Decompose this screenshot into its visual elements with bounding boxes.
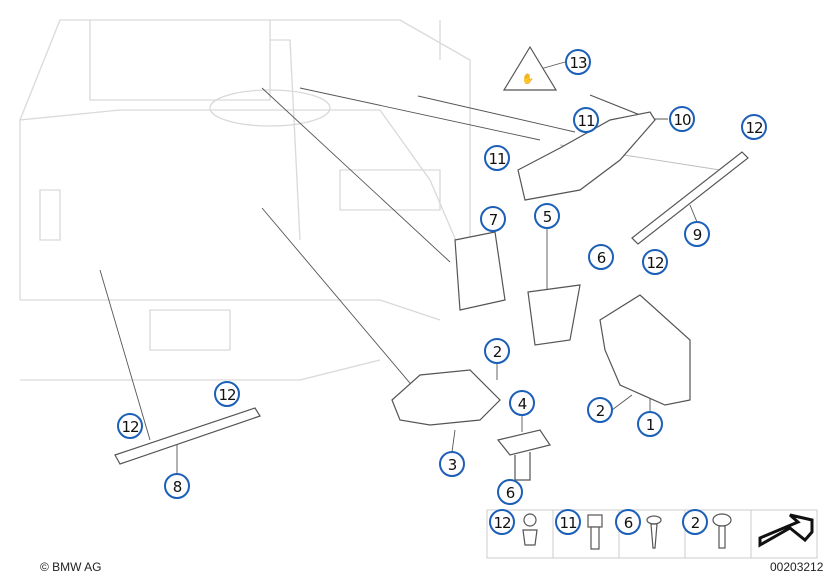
callout-circle <box>497 479 523 505</box>
screw-icon <box>646 515 662 549</box>
callout-marker: 9 <box>684 221 710 247</box>
hex-bolt-icon <box>587 514 603 550</box>
callout-number: 11 <box>488 150 506 168</box>
fastener-legend <box>486 509 818 559</box>
diagram-number: 00203212 <box>770 560 824 574</box>
direction-arrow-icon <box>758 513 814 548</box>
callout-marker: 8 <box>164 473 190 499</box>
callout-marker: 12 <box>741 114 767 140</box>
callout-circle <box>489 509 515 535</box>
handle-cable <box>589 94 641 116</box>
callout-circle <box>669 106 695 132</box>
callout-marker: 13 <box>565 49 591 75</box>
callout-circle <box>637 411 663 437</box>
callout-circle <box>534 203 560 229</box>
callout-number: 12 <box>493 514 511 532</box>
callout-marker: 3 <box>439 451 465 477</box>
callout-marker: 2 <box>682 509 708 535</box>
gas-strut-right <box>631 151 749 245</box>
leader-lines <box>99 61 721 474</box>
callout-circle <box>439 451 465 477</box>
callout-marker: 12 <box>214 381 240 407</box>
callout-marker: 12 <box>117 413 143 439</box>
lock-right <box>599 294 691 406</box>
callout-circle <box>588 244 614 270</box>
callout-marker: 11 <box>555 509 581 535</box>
callout-circle <box>484 338 510 364</box>
callout-marker: 6 <box>588 244 614 270</box>
torx-bolt-icon <box>712 513 732 549</box>
callout-circle <box>117 413 143 439</box>
striker-bracket <box>527 284 581 346</box>
callout-circle <box>565 49 591 75</box>
callout-number: 3 <box>448 456 457 474</box>
callout-circle <box>555 509 581 535</box>
tailgate-handle <box>517 111 656 201</box>
callout-circle <box>741 114 767 140</box>
callout-number: 2 <box>596 402 605 420</box>
callout-number: 1 <box>646 416 655 434</box>
lock-bracket <box>454 231 506 311</box>
callout-number: 2 <box>493 343 502 361</box>
callout-marker: 12 <box>642 249 668 275</box>
callout-marker: 5 <box>534 203 560 229</box>
callout-circle <box>214 381 240 407</box>
callout-circle <box>682 509 708 535</box>
callout-number: 5 <box>543 208 552 226</box>
callout-circle <box>509 390 535 416</box>
callout-marker: 7 <box>480 206 506 232</box>
callout-number: 4 <box>518 395 527 413</box>
callout-number: 12 <box>121 418 139 436</box>
callout-number: 8 <box>173 478 182 496</box>
lock-center <box>391 369 501 426</box>
callout-marker: 6 <box>497 479 523 505</box>
callout-number: 12 <box>218 386 236 404</box>
callout-circle <box>480 206 506 232</box>
callout-number: 9 <box>693 226 702 244</box>
callout-number: 2 <box>691 514 700 532</box>
callout-marker: 12 <box>489 509 515 535</box>
callout-number: 11 <box>577 112 595 130</box>
striker-plate <box>496 429 551 481</box>
callout-number: 13 <box>569 54 587 72</box>
car-rear-outline <box>19 19 471 381</box>
callout-circle <box>615 509 641 535</box>
callout-marker: 1 <box>637 411 663 437</box>
callout-marker: 11 <box>484 145 510 171</box>
callout-number: 11 <box>559 514 577 532</box>
callout-circle <box>684 221 710 247</box>
callout-marker: 2 <box>587 397 613 423</box>
callout-circle <box>573 107 599 133</box>
gas-strut-left <box>114 407 261 465</box>
callout-number: 7 <box>489 211 498 229</box>
callout-number: 12 <box>745 119 763 137</box>
callout-number: 6 <box>624 514 633 532</box>
callout-circle <box>642 249 668 275</box>
callout-marker: 4 <box>509 390 535 416</box>
callout-circle <box>587 397 613 423</box>
callout-marker: 2 <box>484 338 510 364</box>
callout-number: 6 <box>597 249 606 267</box>
ball-stud-icon <box>522 513 538 546</box>
callout-number: 12 <box>646 254 664 272</box>
callout-circle <box>164 473 190 499</box>
copyright-text: © BMW AG <box>40 560 102 574</box>
svg-text:✋: ✋ <box>522 72 534 85</box>
callout-marker: 6 <box>615 509 641 535</box>
callout-marker: 11 <box>573 107 599 133</box>
callout-circle <box>484 145 510 171</box>
callout-number: 6 <box>506 484 515 502</box>
callout-marker: 10 <box>669 106 695 132</box>
callout-number: 10 <box>673 111 691 129</box>
warning-label-sticker: ✋ <box>502 45 558 91</box>
